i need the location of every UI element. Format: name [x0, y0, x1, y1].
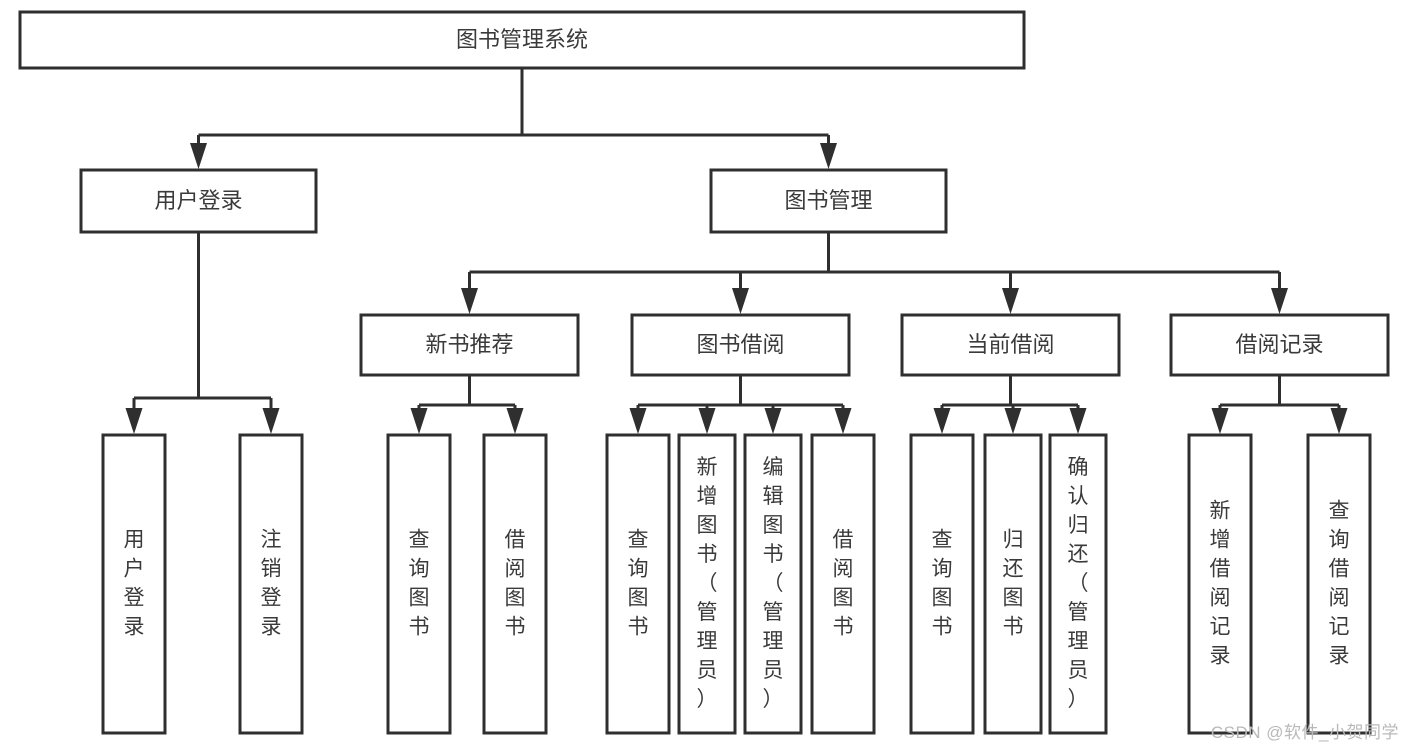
node-leaf-user-logout[interactable]: 注销登录	[238, 433, 304, 735]
node-leaf-borrow-book-1[interactable]: 借阅图书	[482, 433, 548, 735]
node-label: 当前借阅	[966, 332, 1054, 357]
node-leaf-query-book-1[interactable]: 查询图书	[386, 433, 452, 735]
node-label: 编辑图书（管理员）	[763, 456, 784, 711]
node-user-login[interactable]: 用户登录	[79, 168, 318, 234]
node-leaf-return-book[interactable]: 归还图书	[983, 433, 1043, 735]
node-box	[810, 433, 876, 735]
node-box	[238, 433, 304, 735]
arrow-head-icon	[1271, 288, 1288, 314]
node-layer: 图书管理系统用户登录图书管理新书推荐图书借阅当前借阅借阅记录用户登录注销登录查询…	[18, 10, 1390, 735]
node-box	[79, 168, 318, 234]
node-label: 查询图书	[409, 528, 430, 638]
arrow-head-icon	[1211, 408, 1229, 434]
node-box	[1187, 433, 1253, 735]
arrow-head-icon	[732, 288, 749, 314]
node-label: 注销登录	[261, 528, 282, 638]
node-box	[18, 10, 1026, 70]
node-box	[386, 433, 452, 735]
node-box	[743, 433, 803, 735]
node-leaf-edit-book[interactable]: 编辑图书（管理员）	[743, 433, 803, 735]
connector-layer	[125, 68, 1348, 434]
node-label: 图书管理	[784, 188, 872, 213]
arrow-head-icon	[834, 408, 852, 434]
arrow-head-icon	[933, 408, 951, 434]
node-label: 查询图书	[932, 528, 953, 638]
arrow-head-icon	[1004, 408, 1022, 434]
node-label: 图书借阅	[696, 332, 784, 357]
node-box	[482, 433, 548, 735]
arrow-head-icon	[190, 143, 207, 169]
node-label: 用户登录	[154, 188, 242, 213]
arrow-head-icon	[125, 408, 143, 434]
node-label: 借阅图书	[505, 528, 526, 638]
node-box	[709, 168, 948, 234]
node-box	[1048, 433, 1108, 735]
node-box	[1169, 313, 1390, 377]
node-leaf-user-login[interactable]: 用户登录	[101, 433, 167, 735]
node-leaf-confirm-return[interactable]: 确认归还（管理员）	[1048, 433, 1108, 735]
arrow-head-icon	[1330, 408, 1348, 434]
node-label: 借阅记录	[1235, 332, 1323, 357]
node-book-borrow[interactable]: 图书借阅	[630, 313, 851, 377]
node-current-borrow[interactable]: 当前借阅	[900, 313, 1121, 377]
arrow-head-icon	[461, 288, 478, 314]
node-label: 归还图书	[1003, 528, 1024, 638]
node-label: 查询图书	[628, 528, 649, 638]
arrow-head-icon	[820, 143, 837, 169]
node-leaf-query-book-3[interactable]: 查询图书	[909, 433, 975, 735]
node-label: 新增图书（管理员）	[697, 456, 718, 711]
node-label: 新增借阅记录	[1210, 499, 1231, 667]
node-root[interactable]: 图书管理系统	[18, 10, 1026, 70]
node-leaf-query-record[interactable]: 查询借阅记录	[1306, 433, 1372, 735]
node-label: 借阅图书	[833, 528, 854, 638]
node-box	[630, 313, 851, 377]
node-leaf-borrow-book-2[interactable]: 借阅图书	[810, 433, 876, 735]
node-leaf-query-book-2[interactable]: 查询图书	[605, 433, 671, 735]
arrow-head-icon	[629, 408, 647, 434]
node-box	[101, 433, 167, 735]
node-box	[677, 433, 737, 735]
node-box	[1306, 433, 1372, 735]
arrow-head-icon	[506, 408, 524, 434]
node-label: 查询借阅记录	[1329, 499, 1350, 667]
node-new-book-recommend[interactable]: 新书推荐	[359, 313, 580, 377]
arrow-head-icon	[1002, 288, 1019, 314]
node-label: 用户登录	[124, 528, 145, 638]
node-label: 确认归还（管理员）	[1068, 456, 1089, 711]
node-box	[900, 313, 1121, 377]
node-leaf-add-book[interactable]: 新增图书（管理员）	[677, 433, 737, 735]
arrow-head-icon	[410, 408, 428, 434]
node-box	[605, 433, 671, 735]
node-box	[909, 433, 975, 735]
node-leaf-add-record[interactable]: 新增借阅记录	[1187, 433, 1253, 735]
arrow-head-icon	[1069, 408, 1087, 434]
arrow-head-icon	[262, 408, 280, 434]
node-label: 新书推荐	[425, 332, 513, 357]
node-book-manage[interactable]: 图书管理	[709, 168, 948, 234]
node-borrow-record[interactable]: 借阅记录	[1169, 313, 1390, 377]
arrow-head-icon	[698, 408, 716, 434]
node-box	[983, 433, 1043, 735]
node-label: 图书管理系统	[456, 27, 588, 52]
arrow-head-icon	[764, 408, 782, 434]
node-box	[359, 313, 580, 377]
